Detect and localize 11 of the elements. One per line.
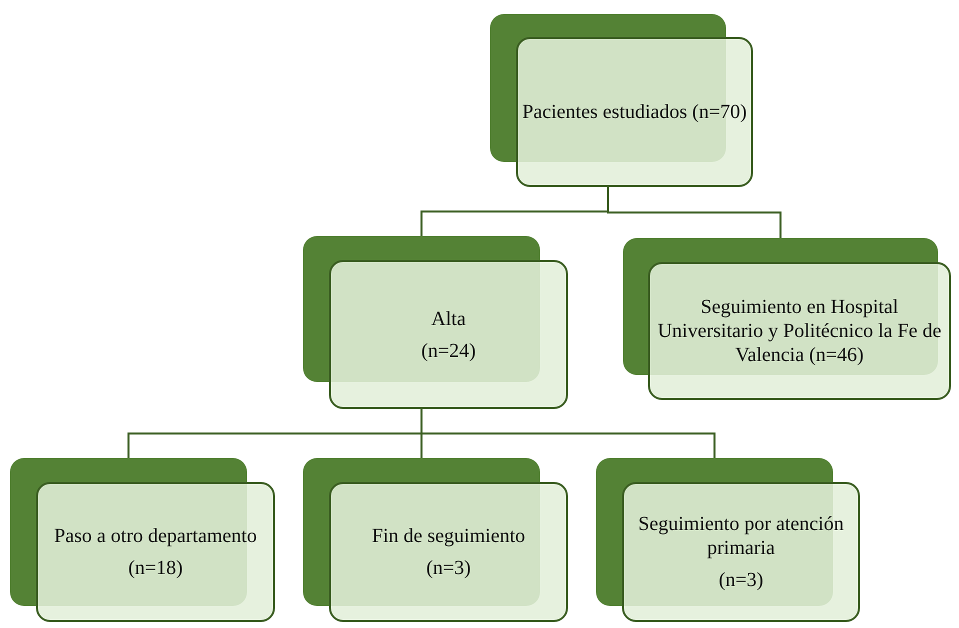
node-text: Seguimiento en Hospital Universitario y Politécnico la Fe de Valencia (n=46) [656,295,942,367]
node-text: Pacientes estudiados (n=70) [522,100,747,124]
node-text: (n=24) [421,338,476,362]
node-text: (n=18) [128,556,183,580]
node-text: (n=3) [718,568,764,592]
node-text: Seguimiento por atención primaria [637,512,845,560]
node-text: Fin de seguimiento [372,524,526,548]
connector-line [420,409,716,458]
node-text: Paso a otro departamento [54,524,257,548]
node-text: Alta [431,306,466,330]
node-text: (n=3) [426,556,471,580]
